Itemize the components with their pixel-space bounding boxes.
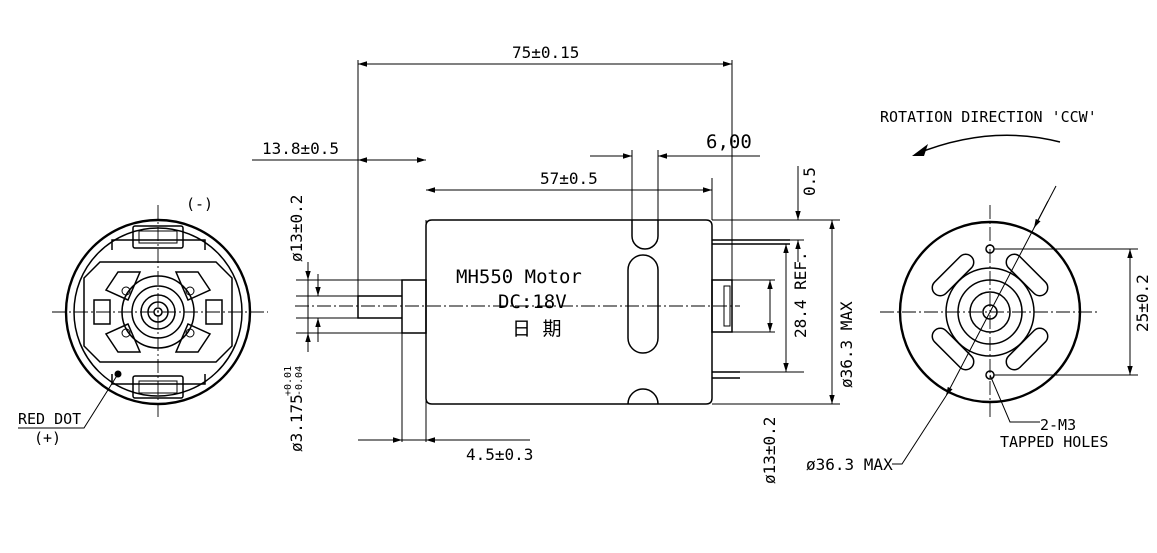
dim-boss-length: 4.5±0.3 (466, 445, 533, 464)
dim-end-offset: 0.5 (800, 167, 819, 196)
motor-voltage-text: DC:18V (498, 291, 567, 313)
motor-date-text: 日 期 (512, 318, 561, 340)
rotation-label: ROTATION DIRECTION 'CCW' (880, 108, 1097, 126)
red-dot-label: RED DOT (18, 410, 81, 428)
right-end-view (880, 134, 1138, 465)
vent-slots (931, 253, 1049, 371)
dim-body-length: 57±0.5 (540, 169, 598, 188)
dim-shaft-extension: 6,00 (706, 131, 752, 153)
dim-shaft-length: 13.8±0.5 (262, 139, 339, 158)
dim-end-view-dia: ø36.3 MAX (806, 455, 893, 474)
extension-lines (296, 60, 840, 442)
dim-overall-length: 75±0.15 (512, 43, 579, 62)
motor-model-text: MH550 Motor (456, 266, 582, 288)
positive-label: (+) (34, 429, 61, 447)
dim-boss-dia-right: ø13±0.2 (760, 417, 779, 484)
dim-ref: 28.4 REF. (791, 251, 810, 338)
left-end-view (18, 205, 268, 429)
dim-shaft-tol-upper: +0.01 (283, 366, 294, 396)
dim-shaft-dia: ø3.175 (287, 394, 306, 452)
side-view (295, 219, 790, 405)
dim-hole-spacing: 25±0.2 (1133, 274, 1152, 332)
dim-shaft-tol-lower: -0.04 (294, 366, 305, 396)
negative-label: (-) (186, 195, 213, 213)
holes-label-line1: 2-M3 (1040, 416, 1076, 434)
dimension-lines (252, 61, 835, 443)
dim-boss-dia-left: ø13±0.2 (287, 195, 306, 262)
dim-body-dia: ø36.3 MAX (837, 301, 856, 388)
holes-label-line2: TAPPED HOLES (1000, 433, 1108, 451)
